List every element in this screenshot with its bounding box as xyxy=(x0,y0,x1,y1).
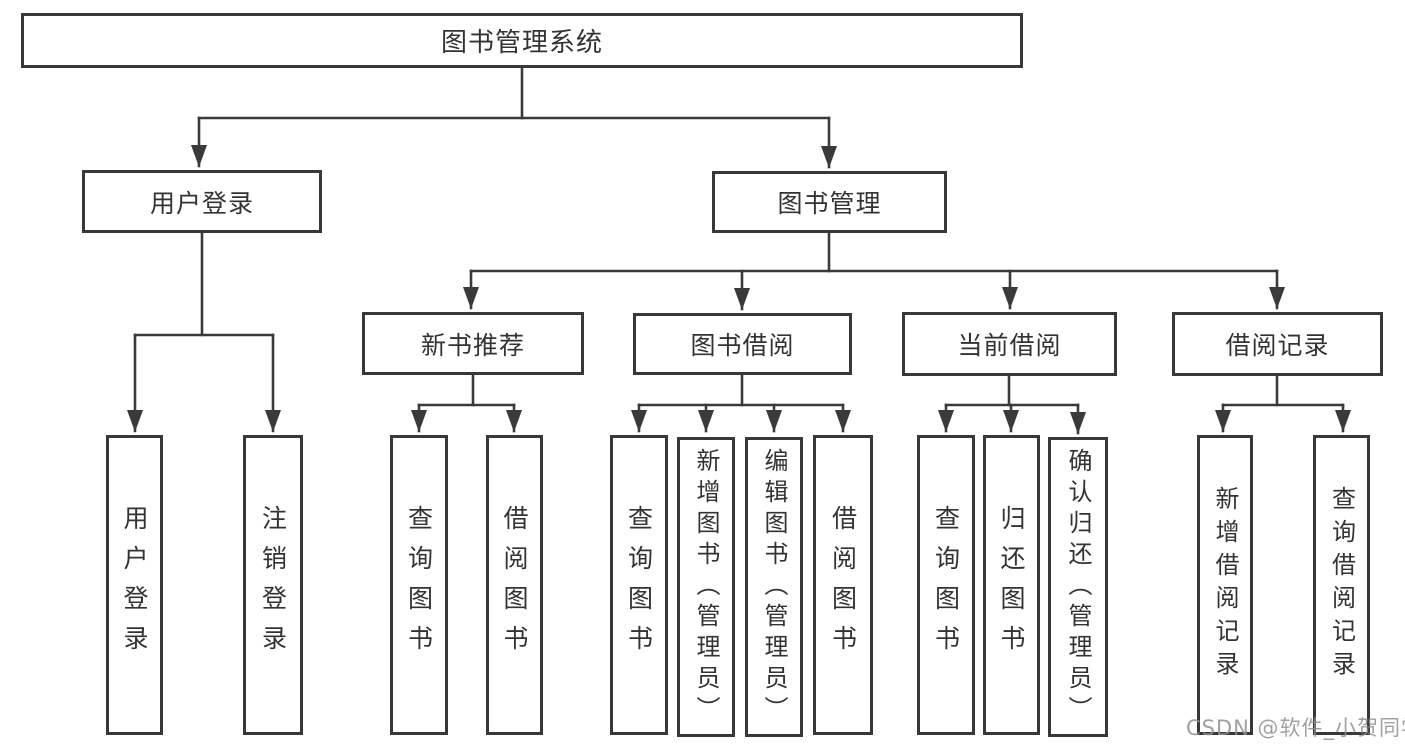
leaf-return-books: 归还图书 xyxy=(983,435,1040,735)
leaf-query-books-current: 查询图书 xyxy=(917,435,975,735)
node-user-login: 用户登录 xyxy=(82,170,322,233)
node-new-book-recommend: 新书推荐 xyxy=(362,312,584,375)
node-book-management: 图书管理 xyxy=(712,171,947,233)
leaf-query-books-recommend: 查询图书 xyxy=(390,435,448,735)
node-book-borrow: 图书借阅 xyxy=(633,313,852,375)
leaf-add-borrow-record: 新增借阅记录 xyxy=(1197,435,1253,735)
leaf-user-login: 用户登录 xyxy=(106,435,163,735)
leaf-borrow-books-recommend: 借阅图书 xyxy=(486,435,543,735)
leaf-logout: 注销登录 xyxy=(243,435,303,735)
csdn-watermark: CSDN @软件_小贺同学 xyxy=(1186,716,1405,740)
leaf-edit-books-admin: 编辑图书（管理员） xyxy=(745,437,803,737)
leaf-query-books-borrow: 查询图书 xyxy=(610,435,668,735)
leaf-add-books-admin: 新增图书（管理员） xyxy=(677,437,735,737)
node-borrow-records: 借阅记录 xyxy=(1172,312,1383,376)
leaf-confirm-return-admin: 确认归还（管理员） xyxy=(1048,437,1108,737)
node-library-management-system: 图书管理系统 xyxy=(21,13,1023,68)
leaf-query-borrow-record: 查询借阅记录 xyxy=(1313,435,1370,735)
leaf-borrow-books: 借阅图书 xyxy=(813,435,873,735)
node-current-borrow: 当前借阅 xyxy=(902,312,1117,376)
